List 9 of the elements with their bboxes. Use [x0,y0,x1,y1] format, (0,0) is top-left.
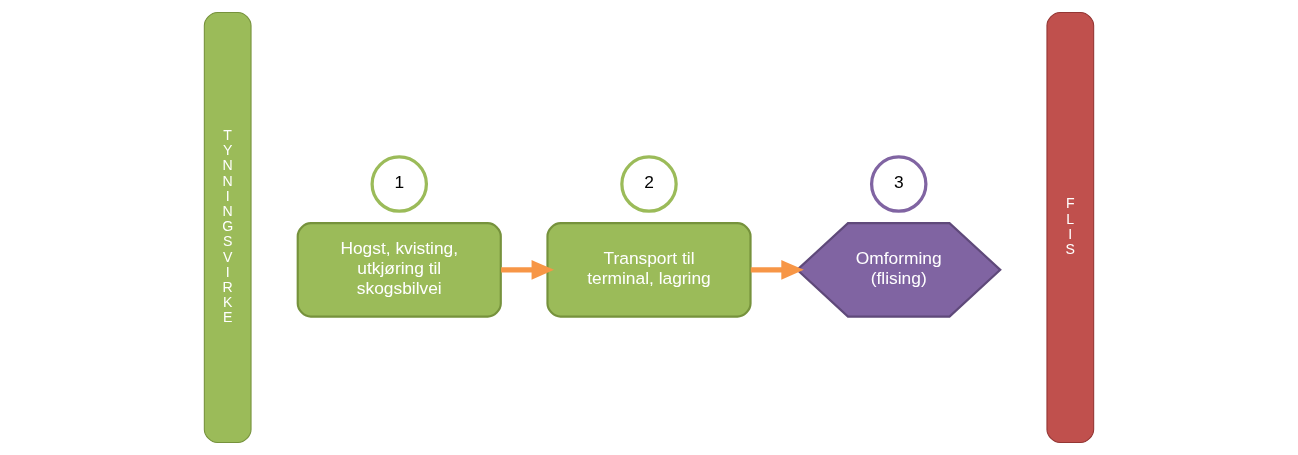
arrow [750,260,804,280]
node-circle: 1 [370,155,429,213]
arrow [501,260,555,280]
node-box: FLIS [1046,11,1095,444]
node-circle: 2 [620,155,678,213]
node-circle: 3 [869,155,928,213]
node-box: TYNNINGSVIRKE [203,11,252,444]
node-box: Transport til terminal, lagring [546,222,752,318]
node-box: Hogst, kvisting, utkjøring til skogsbilvei [296,222,502,318]
